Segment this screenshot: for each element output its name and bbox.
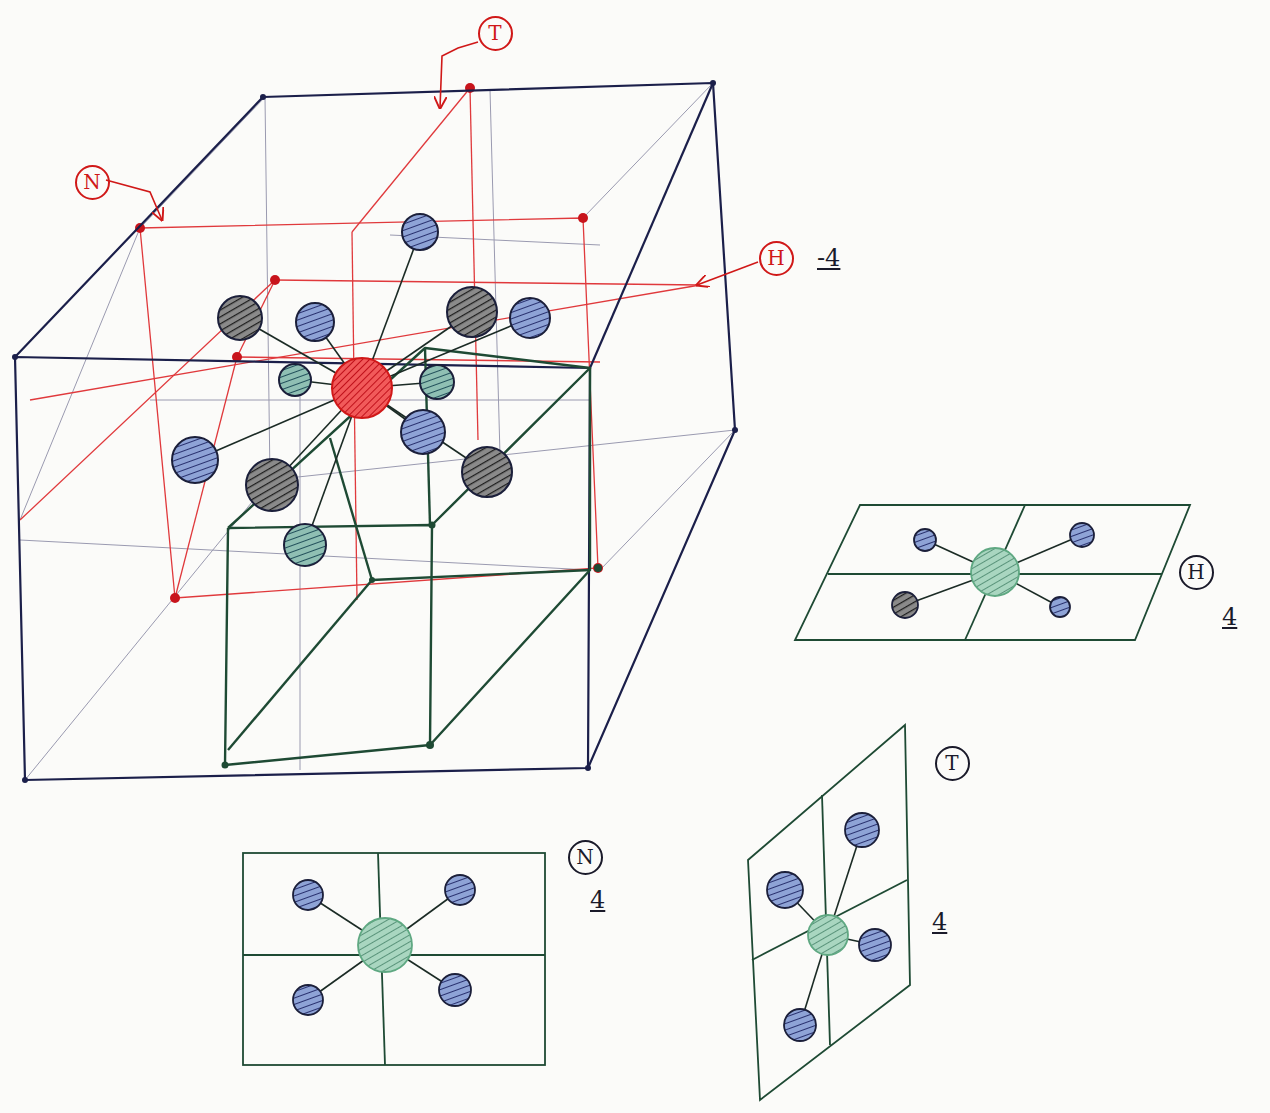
count-number: 4 [1220,605,1239,629]
count-number: 4 [588,888,607,912]
circled-letter-text: H [767,248,784,268]
circled-letter-text: N [576,847,594,867]
circled-letter: N [568,840,603,875]
circled-letter-text: T [488,23,501,43]
circled-letter-text: T [945,753,958,773]
circled-letter-text: H [1187,562,1204,582]
circled-letter: N [75,165,110,200]
count-number: -4 [815,246,842,270]
circled-letter: H [1179,555,1214,590]
circled-letter: T [478,16,513,51]
circled-letter-text: N [83,172,101,192]
circled-letter: T [935,746,970,781]
count-number: 4 [930,910,949,934]
circled-letter: H [759,241,794,276]
